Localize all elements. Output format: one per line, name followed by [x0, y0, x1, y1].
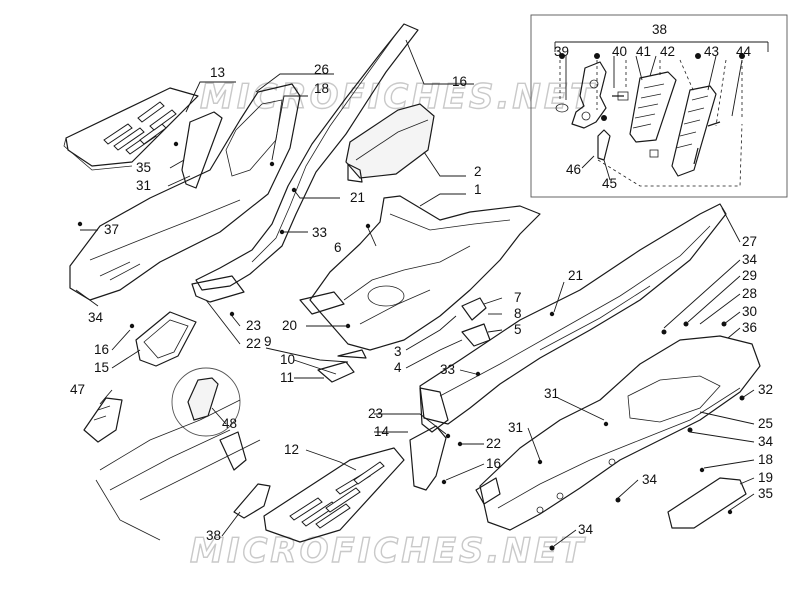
callout-4: 4	[394, 360, 402, 375]
callout-39: 39	[554, 44, 569, 59]
callout-23-mid: 23	[368, 406, 383, 421]
callout-34-r1: 34	[758, 434, 774, 449]
leader-lines	[75, 39, 755, 547]
cover-14	[409, 425, 447, 491]
callout-21-mid: 21	[568, 268, 583, 283]
callout-18-right: 18	[758, 452, 773, 467]
bracket-38	[233, 483, 271, 519]
callout-labels: 13 35 31 26 18 16 2 1 21 6 33 37 34 16 1…	[70, 22, 774, 543]
callout-8: 8	[514, 306, 522, 321]
callout-23-left: 23	[246, 318, 261, 333]
callout-44: 44	[736, 44, 752, 59]
callout-25: 25	[758, 416, 773, 431]
callout-10: 10	[280, 352, 295, 367]
callout-42: 42	[660, 44, 675, 59]
center-floor-body	[299, 195, 541, 351]
frame-outline	[95, 399, 261, 541]
callout-28: 28	[742, 286, 757, 301]
callout-22-mid: 22	[486, 436, 501, 451]
callout-31-left: 31	[508, 420, 523, 435]
callout-26: 27	[742, 234, 757, 249]
access-cover-plate	[135, 311, 197, 367]
hook-part-detail	[83, 367, 241, 443]
callout-30: 30	[742, 304, 757, 319]
callout-19: 19	[758, 470, 773, 485]
callout-29: 29	[742, 268, 757, 283]
callout-37: 37	[104, 222, 119, 237]
callout-1: 1	[474, 182, 482, 197]
callout-2: 2	[474, 164, 482, 179]
callout-41: 41	[636, 44, 651, 59]
inset-detail	[530, 14, 788, 198]
step-grip-insert	[629, 71, 717, 177]
callout-18-top: 18	[314, 81, 329, 96]
callout-15: 15	[94, 360, 109, 375]
callout-13: 13	[210, 65, 225, 80]
callout-6: 6	[334, 240, 342, 255]
footboard-mat-lower	[263, 447, 405, 543]
callout-33-top: 33	[312, 225, 327, 240]
callout-48: 46	[566, 162, 581, 177]
inset-screws	[559, 53, 745, 165]
side-cover-plate	[667, 477, 747, 529]
callout-16-left: 16	[94, 342, 109, 357]
callout-47: 45	[602, 176, 617, 191]
callout-33-mid: 33	[440, 362, 455, 377]
clip-brackets	[317, 297, 491, 383]
callout-34-bottom: 34	[578, 522, 594, 537]
callout-3: 3	[394, 344, 402, 359]
right-lower-panel	[475, 335, 761, 531]
callout-31-right: 31	[544, 386, 559, 401]
callout-5: 5	[514, 322, 522, 337]
callout-35-right: 35	[758, 486, 773, 501]
callout-40: 40	[612, 44, 627, 59]
callout-43: 43	[704, 44, 719, 59]
callout-17: 16	[452, 74, 467, 89]
callout-45: 47	[70, 382, 85, 397]
callout-7: 7	[514, 290, 522, 305]
callout-38-bottom: 38	[206, 528, 221, 543]
watermark-bottom: MICROFICHES.NET	[190, 531, 586, 571]
callout-34-r2: 34	[642, 472, 658, 487]
callout-32: 32	[758, 382, 773, 397]
callout-9: 9	[264, 334, 272, 349]
footboard-mat-upper	[63, 87, 199, 171]
callout-16-mid: 16	[486, 456, 501, 471]
callout-12: 12	[284, 442, 299, 457]
callout-46: 48	[222, 416, 237, 431]
callout-22-left: 22	[246, 336, 261, 351]
center-tunnel-frame	[191, 23, 419, 303]
callout-24: 26	[314, 62, 329, 77]
callout-21-top: 21	[350, 190, 365, 205]
callout-38-inset: 38	[652, 22, 667, 37]
callout-20: 20	[282, 318, 297, 333]
seat-pad	[345, 103, 435, 183]
right-side-panel	[419, 203, 727, 433]
callout-36: 36	[742, 320, 757, 335]
callout-35-left: 35	[136, 160, 151, 175]
callout-34-r3: 34	[742, 252, 758, 267]
callout-11: 11	[280, 370, 294, 385]
callout-14: 14	[374, 424, 390, 439]
callout-27: 31	[136, 178, 151, 193]
bracket-left	[555, 61, 611, 161]
callout-34-left: 34	[88, 310, 104, 325]
left-side-panel	[69, 83, 301, 301]
